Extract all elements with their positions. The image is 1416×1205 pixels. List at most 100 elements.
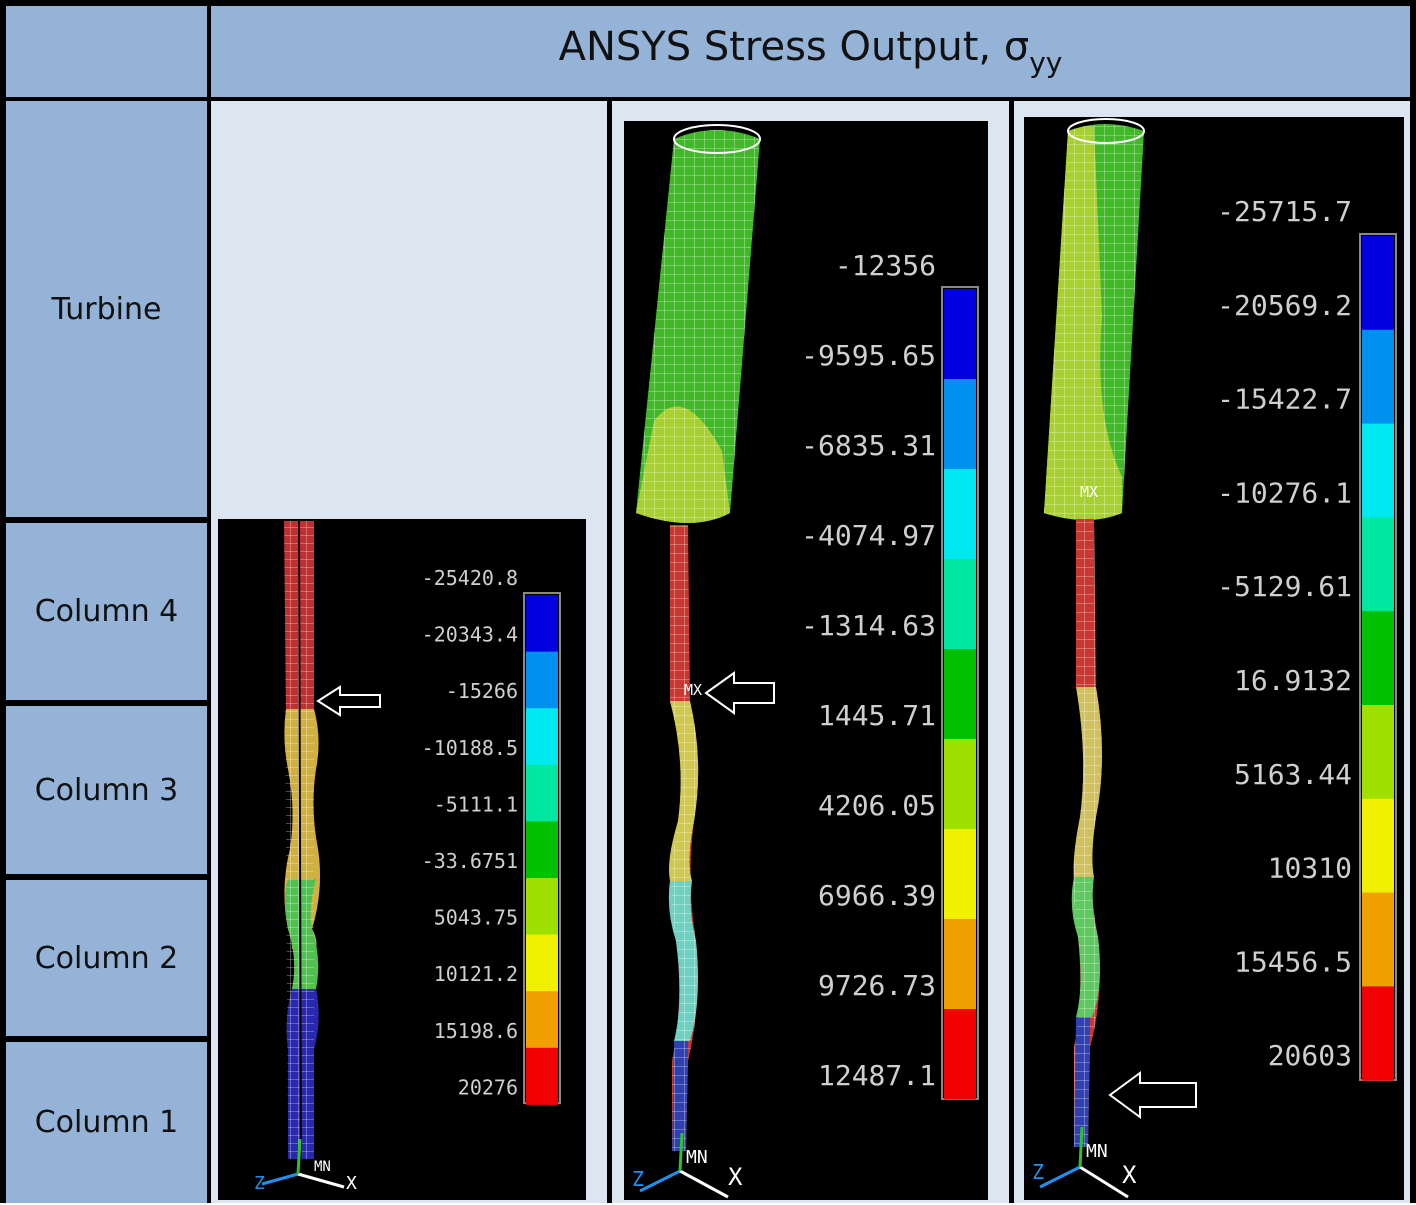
triad-z-label: Z bbox=[254, 1173, 265, 1194]
legend-value-label: -5111.1 bbox=[434, 792, 518, 816]
legend-value-label: -33.6751 bbox=[422, 849, 518, 873]
triad-x-label: X bbox=[346, 1173, 357, 1194]
legend-value-label: 15198.6 bbox=[434, 1019, 518, 1043]
max-marker: MX bbox=[1080, 483, 1098, 501]
legend-color-band bbox=[526, 1047, 558, 1105]
legend-value-label: -12356 bbox=[835, 249, 936, 282]
deformed-column-3 bbox=[1071, 519, 1102, 1147]
legend-color-band bbox=[526, 878, 558, 936]
max-marker: MX bbox=[684, 681, 702, 699]
row-label-column-3: Column 3 bbox=[6, 706, 207, 874]
triad-mn-label: MN bbox=[314, 1159, 331, 1175]
turbine-tower bbox=[636, 124, 761, 523]
border-left bbox=[0, 0, 6, 1203]
legend-value-label: -5129.61 bbox=[1217, 570, 1352, 603]
legend-value-label: -20343.4 bbox=[422, 623, 518, 647]
row-label-text: Column 2 bbox=[34, 940, 179, 976]
legend-color-band bbox=[1362, 236, 1394, 331]
legend-color-band bbox=[944, 919, 976, 1010]
legend-color-band bbox=[944, 379, 976, 470]
legend-value-label: 10310 bbox=[1268, 852, 1352, 885]
title-subscript: yy bbox=[1029, 46, 1063, 79]
legend-color-band bbox=[526, 991, 558, 1049]
coordinate-triad: Z MN X bbox=[632, 1132, 743, 1199]
row-label-text: Turbine bbox=[51, 291, 162, 327]
legend-color-band bbox=[944, 829, 976, 920]
color-legend: -12356-9595.65-6835.31-4074.97-1314.6314… bbox=[801, 249, 979, 1100]
triad-z-label: Z bbox=[632, 1167, 644, 1191]
legend-value-label: 15456.5 bbox=[1234, 945, 1352, 978]
legend-color-band bbox=[526, 595, 558, 653]
legend-color-band bbox=[944, 739, 976, 830]
row-label-column-2: Column 2 bbox=[6, 880, 207, 1036]
header-corner-cell bbox=[6, 6, 207, 97]
row-label-text: Column 4 bbox=[34, 594, 179, 629]
ansys-plot-1-svg: -25420.8 -20343.4 -15266 -10188.5 -5111.1 -33… bbox=[254, 520, 561, 1194]
ansys-plot-3-svg: MX -25715.7-20569.2-15422.7-10276.1-5129… bbox=[1032, 118, 1397, 1199]
triad-mn-label: MN bbox=[1086, 1141, 1108, 1162]
coordinate-triad: Z MN X bbox=[1032, 1126, 1137, 1199]
legend-value-label: 10121.2 bbox=[434, 962, 518, 986]
triad-x-label: X bbox=[1122, 1161, 1137, 1189]
legend-color-band bbox=[526, 821, 558, 879]
location-arrow bbox=[1108, 1071, 1197, 1119]
legend-value-label: -9595.65 bbox=[801, 339, 936, 372]
legend-value-label: -10188.5 bbox=[422, 736, 518, 760]
location-arrow bbox=[316, 685, 381, 717]
legend-color-band bbox=[526, 708, 558, 766]
legend-color-band bbox=[1362, 986, 1394, 1081]
border-right bbox=[1410, 0, 1416, 1203]
legend-color-band bbox=[944, 289, 976, 380]
row-separator bbox=[0, 874, 211, 880]
legend-color-band bbox=[1362, 611, 1394, 706]
deformed-column-1 bbox=[284, 520, 320, 1160]
row-label-column-4: Column 4 bbox=[6, 523, 207, 700]
color-legend: -25420.8 -20343.4 -15266 -10188.5 -5111.1 -33… bbox=[422, 566, 561, 1105]
table-title-cell: ANSYS Stress Output, σyy bbox=[211, 6, 1410, 97]
legend-value-label: -10276.1 bbox=[1217, 476, 1352, 509]
legend-color-band bbox=[1362, 517, 1394, 612]
legend-color-band bbox=[944, 559, 976, 650]
legend-value-label: -25715.7 bbox=[1217, 195, 1352, 228]
row-separator bbox=[0, 1036, 211, 1042]
triad-mn-label: MN bbox=[686, 1147, 708, 1168]
legend-color-band bbox=[944, 649, 976, 740]
legend-value-label: -15266 bbox=[446, 679, 518, 703]
legend-color-band bbox=[526, 764, 558, 822]
ansys-plot-3: MX -25715.7-20569.2-15422.7-10276.1-5129… bbox=[1024, 117, 1404, 1200]
legend-color-band bbox=[526, 651, 558, 709]
legend-color-band bbox=[944, 469, 976, 560]
triad-z-label: Z bbox=[1032, 1160, 1044, 1184]
legend-color-band bbox=[1362, 892, 1394, 987]
row-label-text: Column 1 bbox=[34, 1105, 179, 1140]
label-column-separator bbox=[207, 0, 211, 1203]
legend-value-label: 4206.05 bbox=[818, 789, 936, 822]
row-separator bbox=[0, 517, 211, 523]
legend-color-band bbox=[944, 1009, 976, 1100]
row-separator bbox=[0, 700, 211, 706]
legend-value-label: 16.9132 bbox=[1234, 664, 1352, 697]
table-title: ANSYS Stress Output, σyy bbox=[559, 24, 1063, 79]
deformed-column-2 bbox=[668, 525, 699, 1151]
result-separator-2 bbox=[1009, 97, 1014, 1203]
legend-value-label: -1314.63 bbox=[801, 609, 936, 642]
ansys-plot-2: MX -12356-9595.65-6835.31-4074.97-1314.6… bbox=[624, 121, 988, 1200]
legend-value-label: 20603 bbox=[1268, 1039, 1352, 1072]
color-legend: -25715.7-20569.2-15422.7-10276.1-5129.61… bbox=[1217, 195, 1397, 1081]
legend-color-band bbox=[1362, 329, 1394, 425]
location-arrow bbox=[704, 671, 775, 715]
row-label-text: Column 3 bbox=[34, 772, 179, 808]
row-label-turbine: Turbine bbox=[6, 101, 207, 517]
legend-value-label: 9726.73 bbox=[818, 969, 936, 1002]
legend-value-label: 5163.44 bbox=[1234, 758, 1352, 791]
legend-value-label: 1445.71 bbox=[818, 699, 936, 732]
legend-value-label: 6966.39 bbox=[818, 879, 936, 912]
result-separator-1 bbox=[607, 97, 612, 1203]
legend-color-band bbox=[526, 934, 558, 992]
legend-color-band bbox=[1362, 705, 1394, 800]
turbine-tower bbox=[1044, 118, 1145, 520]
legend-value-label: -25420.8 bbox=[422, 566, 518, 590]
ansys-plot-1: -25420.8 -20343.4 -15266 -10188.5 -5111.1 -33… bbox=[218, 519, 586, 1200]
legend-value-label: -4074.97 bbox=[801, 519, 936, 552]
